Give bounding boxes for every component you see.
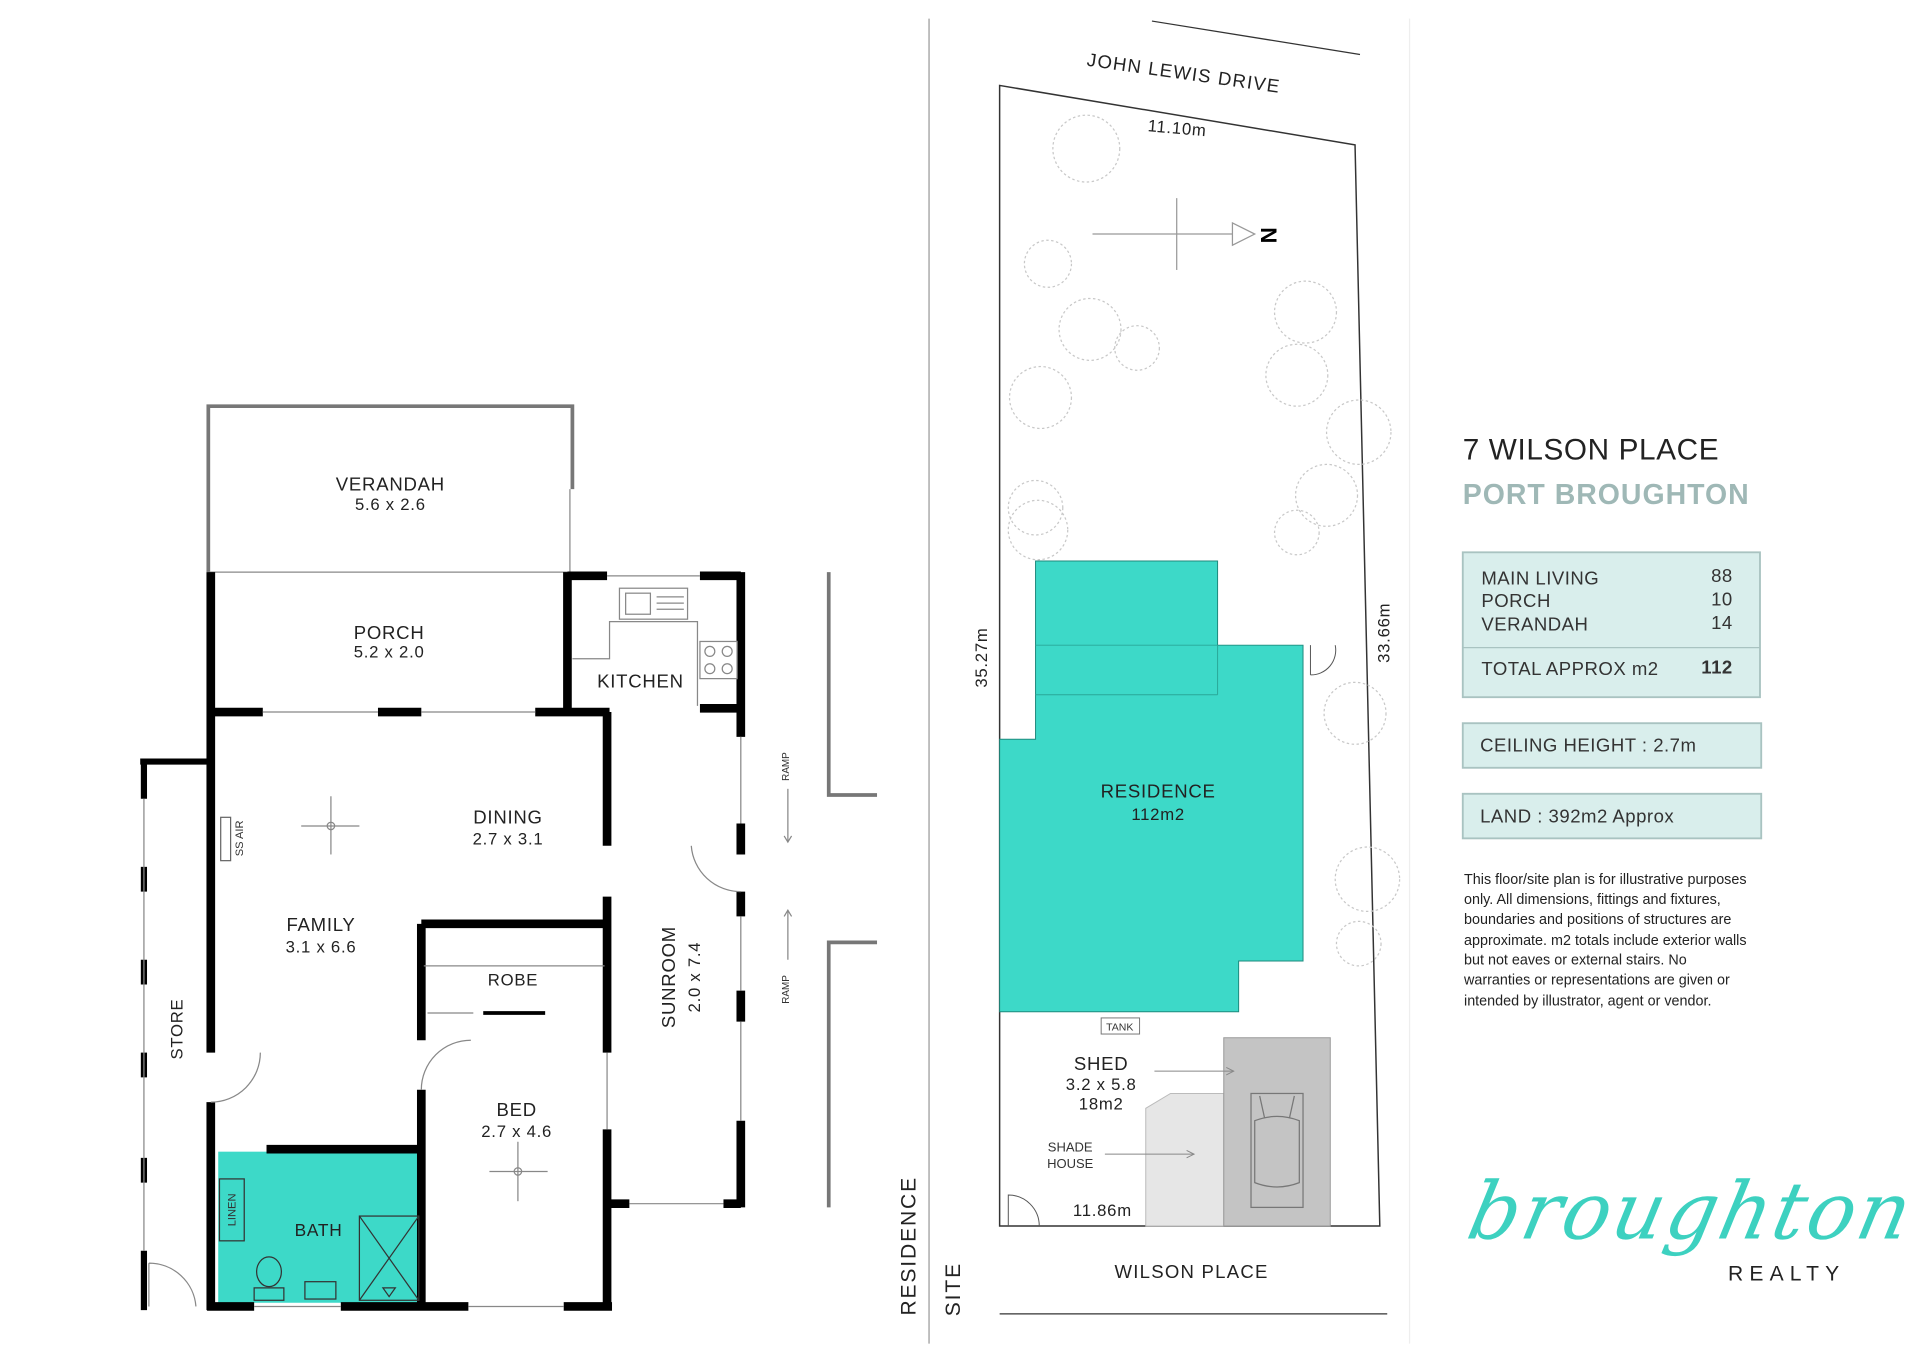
street-line [1151,20,1361,56]
area-summary-box [1461,551,1761,699]
ss-air-unit [220,816,232,862]
shed [1223,1037,1331,1227]
area-label: PORCH [1481,590,1551,611]
street-top-label: JOHN LEWIS DRIVE [1086,49,1282,97]
windows [143,575,742,1308]
land-box [1461,792,1763,840]
site-plan: JOHN LEWIS DRIVE 11.10m N [942,20,1401,1316]
residence-label: RESIDENCE [1101,781,1216,802]
ceiling-height: CEILING HEIGHT : 2.7m [1480,735,1696,756]
doors [148,845,741,1307]
north-arrow-icon: N [1092,198,1281,270]
disclaimer-line: approximate. m2 totals include exterior … [1464,933,1747,949]
bath-fittings [218,1178,420,1301]
address-title: 7 WILSON PLACE [1463,433,1719,466]
ceiling-fan-icon [489,1141,548,1202]
shed-area: 18m2 [1079,1095,1124,1114]
porch-label: PORCH [354,622,425,643]
area-label: MAIN LIVING [1481,568,1599,589]
ramp-arrows [783,788,793,960]
bed-size: 2.7 x 4.6 [481,1122,552,1141]
ramp-label: RAMP [781,752,792,781]
logo-script: broughton [1461,1165,1920,1257]
store-label: STORE [167,999,186,1060]
ceiling-fan-icon [301,796,360,855]
verandah-label: VERANDAH [336,473,445,494]
ramp-walls [826,572,878,1208]
area-label: VERANDAH [1481,613,1588,634]
disclaimer-line: boundaries and positions of structures a… [1464,912,1731,928]
site-caption: SITE [942,1262,965,1316]
verandah-size: 5.6 x 2.6 [355,495,426,514]
side-left: 35.27m [972,627,991,687]
kitchen-fittings [572,587,738,706]
sunroom-label: SUNROOM [658,926,679,1028]
door-icon [1309,645,1337,676]
porch-size: 5.2 x 2.0 [354,643,425,662]
broughton-realty-logo: broughton REALTY [1461,1165,1920,1285]
ramp-label: RAMP [781,975,792,1004]
suburb-title: PORT BROUGHTON [1463,479,1750,511]
total-label: TOTAL APPROX m2 [1481,658,1658,679]
disclaimer-line: but not eaves or external stairs. No [1464,953,1687,969]
linen-label: LINEN [227,1193,239,1226]
disclaimer-line: This floor/site plan is for illustrative… [1464,872,1747,888]
ceiling-box [1461,722,1763,769]
north-label: N [1256,227,1281,243]
side-right: 33.66m [1375,603,1394,663]
residence-caption: RESIDENCE [897,1176,920,1316]
total-value: 112 [1701,657,1732,678]
gate-icon [1007,1194,1040,1226]
dining-size: 2.7 x 3.1 [473,830,544,849]
bath-label: BATH [295,1220,343,1240]
frontage-bottom: 11.86m [1073,1201,1132,1220]
verandah-outline [206,404,575,573]
bed-label: BED [496,1099,536,1120]
tank-label: TANK [1106,1021,1133,1033]
bath-fill [218,1151,422,1303]
logo-word: REALTY [1728,1262,1845,1285]
area-value: 10 [1711,589,1733,610]
floor-plan: VERANDAH 5.6 x 2.6 PORCH 5.2 x 2.0 KITCH… [140,404,920,1316]
street-bottom-label: WILSON PLACE [1115,1261,1269,1282]
family-size: 3.1 x 6.6 [286,937,357,956]
family-label: FAMILY [286,914,355,935]
residence-footprint [999,560,1304,1013]
robe-label: ROBE [488,971,538,990]
disclaimer-line: only. All dimensions, fittings and fixtu… [1464,892,1721,908]
tank [1100,1017,1141,1035]
kitchen-label: KITCHEN [597,670,684,691]
land-area: LAND : 392m2 Approx [1480,805,1674,826]
info-panel: 7 WILSON PLACE PORT BROUGHTON MAIN LIVIN… [1461,433,1763,1010]
area-value: 14 [1711,612,1733,633]
sunroom-size: 2.0 x 7.4 [685,942,704,1013]
ss-air-label: SS AIR [234,820,246,856]
dining-label: DINING [473,807,542,828]
car-icon [1250,1092,1304,1209]
shade-house-label: HOUSE [1047,1156,1094,1171]
frontage-top: 11.10m [1147,116,1207,140]
shade-house-label: SHADE [1048,1140,1093,1155]
shade-house [1145,1092,1225,1227]
area-value: 88 [1711,565,1733,586]
shed-size: 3.2 x 5.8 [1066,1075,1137,1094]
disclaimer-line: warranties or representations are given … [1463,972,1730,988]
shed-label: SHED [1074,1053,1129,1074]
residence-area: 112m2 [1131,805,1185,824]
disclaimer-line: intended by illustrator, agent or vendor… [1464,994,1711,1010]
